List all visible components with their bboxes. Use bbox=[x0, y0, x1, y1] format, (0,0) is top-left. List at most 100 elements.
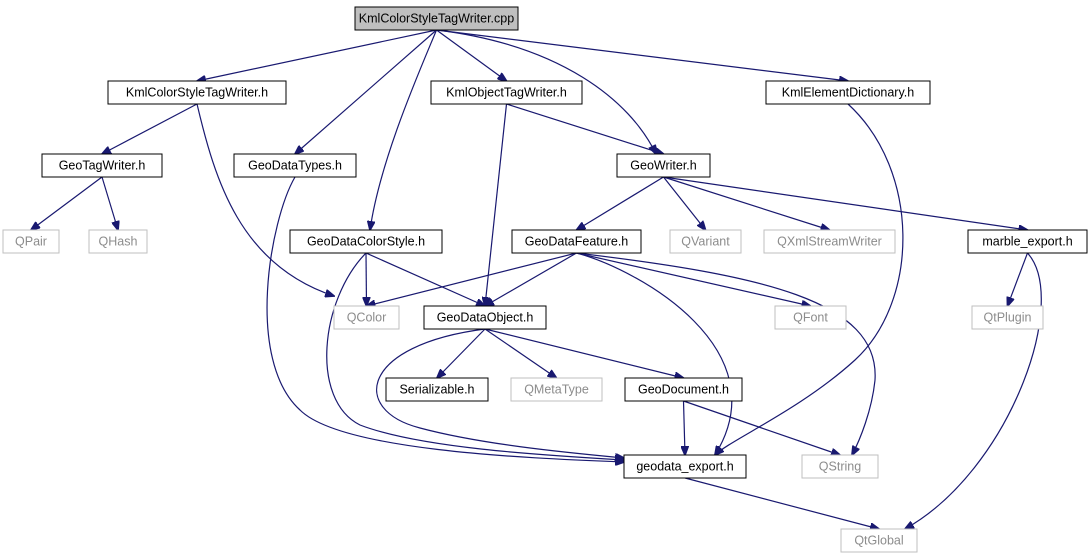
node-box bbox=[333, 305, 400, 330]
node-box bbox=[616, 153, 711, 178]
node-label: GeoDataObject.h bbox=[437, 311, 534, 325]
edge-main-to-gdcs_h bbox=[370, 29, 438, 230]
node-box bbox=[624, 377, 743, 402]
edge-gdf_h-to-gde_h bbox=[576, 252, 733, 455]
node-label: QHash bbox=[99, 235, 138, 249]
node-label: QFont bbox=[793, 311, 828, 325]
node-label: Serializable.h bbox=[399, 383, 474, 397]
edge-gdo_h-to-ser_h bbox=[437, 328, 486, 378]
node-box bbox=[107, 80, 287, 105]
node-label: KmlObjectTagWriter.h bbox=[446, 86, 567, 100]
node-box bbox=[669, 229, 742, 254]
edge-ked_h-to-gde_h bbox=[715, 103, 904, 455]
edge-gdt_h-to-gde_h bbox=[266, 176, 624, 462]
edge-gdf_h-to-qfont bbox=[576, 252, 811, 306]
node-kotw_h[interactable]: KmlObjectTagWriter.h bbox=[430, 80, 583, 105]
node-gw_h[interactable]: GeoWriter.h bbox=[616, 153, 711, 178]
node-qfont: QFont bbox=[774, 305, 847, 330]
node-box bbox=[2, 229, 60, 254]
node-gdo_h[interactable]: GeoDataObject.h bbox=[423, 305, 547, 330]
node-qxml: QXmlStreamWriter bbox=[763, 229, 896, 254]
node-qvariant: QVariant bbox=[669, 229, 742, 254]
node-kcsw_h[interactable]: KmlColorStyleTagWriter.h bbox=[107, 80, 287, 105]
node-gdt_h[interactable]: GeoDataTypes.h bbox=[233, 153, 357, 178]
edge-gdf_h-to-qcolor bbox=[367, 252, 577, 306]
edge-main-to-gw_h bbox=[436, 29, 657, 154]
node-label: QMetaType bbox=[524, 383, 589, 397]
node-qtglobal: QtGlobal bbox=[840, 528, 918, 553]
node-gdoc_h[interactable]: GeoDocument.h bbox=[624, 377, 743, 402]
node-label: QVariant bbox=[681, 235, 730, 249]
edge-me_h-to-qtplugin bbox=[1008, 252, 1029, 306]
edge-main-to-gdt_h bbox=[295, 29, 437, 154]
node-gdcs_h[interactable]: GeoDataColorStyle.h bbox=[289, 229, 443, 254]
edge-gdcs_h-to-gdo_h bbox=[365, 252, 485, 306]
node-label: QtGlobal bbox=[854, 534, 903, 548]
edge-gdoc_h-to-gde_h bbox=[684, 400, 686, 455]
node-label: QtPlugin bbox=[984, 311, 1032, 325]
nodes-layer: KmlColorStyleTagWriter.cppKmlColorStyleT… bbox=[2, 6, 1088, 553]
node-label: GeoDataFeature.h bbox=[525, 235, 629, 249]
edge-gdoc_h-to-qstring bbox=[683, 400, 841, 455]
node-qhash: QHash bbox=[88, 229, 148, 254]
edge-gdo_h-to-qmeta bbox=[484, 328, 557, 378]
node-box bbox=[763, 229, 896, 254]
node-label: QColor bbox=[347, 311, 387, 325]
edge-gw_h-to-me_h bbox=[663, 176, 1028, 230]
node-label: KmlColorStyleTagWriter.cpp bbox=[359, 12, 514, 26]
node-box bbox=[41, 153, 163, 178]
edge-gdf_h-to-qstring bbox=[576, 252, 876, 455]
node-qtplugin: QtPlugin bbox=[971, 305, 1044, 330]
edge-gdo_h-to-gde_h bbox=[376, 328, 624, 458]
node-label: GeoDocument.h bbox=[638, 383, 729, 397]
edge-gw_h-to-qxml bbox=[663, 176, 830, 230]
node-label: QPair bbox=[15, 235, 47, 249]
edge-main-to-kotw_h bbox=[436, 29, 507, 81]
edge-main-to-kcsw_h bbox=[197, 29, 437, 81]
edge-gdcs_h-to-gde_h bbox=[326, 252, 624, 460]
node-box bbox=[88, 229, 148, 254]
node-label: marble_export.h bbox=[982, 235, 1072, 249]
node-gde_h[interactable]: geodata_export.h bbox=[623, 454, 747, 479]
node-qmeta: QMetaType bbox=[510, 377, 603, 402]
node-label: GeoTagWriter.h bbox=[59, 159, 146, 173]
node-label: GeoWriter.h bbox=[630, 159, 697, 173]
node-ser_h[interactable]: Serializable.h bbox=[385, 377, 489, 402]
node-label: GeoDataTypes.h bbox=[248, 159, 342, 173]
edges-layer bbox=[31, 29, 1042, 529]
edge-kcsw_h-to-gtw_h bbox=[102, 103, 198, 154]
node-qcolor: QColor bbox=[333, 305, 400, 330]
node-box bbox=[623, 454, 747, 479]
node-box bbox=[971, 305, 1044, 330]
edge-gde_h-to-qtglobal bbox=[684, 477, 879, 529]
node-box bbox=[511, 229, 642, 254]
node-gtw_h[interactable]: GeoTagWriter.h bbox=[41, 153, 163, 178]
node-qstring: QString bbox=[801, 454, 879, 479]
edge-main-to-ked_h bbox=[436, 29, 849, 81]
node-box bbox=[385, 377, 489, 402]
node-box bbox=[967, 229, 1088, 254]
node-box bbox=[510, 377, 603, 402]
node-box bbox=[801, 454, 879, 479]
edge-me_h-to-qtglobal bbox=[905, 252, 1042, 529]
edge-gw_h-to-qvariant bbox=[663, 176, 706, 230]
node-qpair: QPair bbox=[2, 229, 60, 254]
edge-gtw_h-to-qhash bbox=[101, 176, 118, 230]
edge-kcsw_h-to-qcolor bbox=[196, 103, 334, 296]
edge-gdcs_h-to-qcolor bbox=[366, 252, 367, 306]
edge-gtw_h-to-qpair bbox=[31, 176, 103, 230]
node-label: KmlColorStyleTagWriter.h bbox=[126, 86, 268, 100]
node-gdf_h[interactable]: GeoDataFeature.h bbox=[511, 229, 642, 254]
node-label: geodata_export.h bbox=[636, 460, 733, 474]
node-box bbox=[354, 6, 519, 31]
node-box bbox=[765, 80, 931, 105]
node-box bbox=[430, 80, 583, 105]
node-box bbox=[840, 528, 918, 553]
node-main[interactable]: KmlColorStyleTagWriter.cpp bbox=[354, 6, 519, 31]
node-box bbox=[289, 229, 443, 254]
node-ked_h[interactable]: KmlElementDictionary.h bbox=[765, 80, 931, 105]
node-me_h[interactable]: marble_export.h bbox=[967, 229, 1088, 254]
node-box bbox=[423, 305, 547, 330]
node-label: GeoDataColorStyle.h bbox=[307, 235, 425, 249]
